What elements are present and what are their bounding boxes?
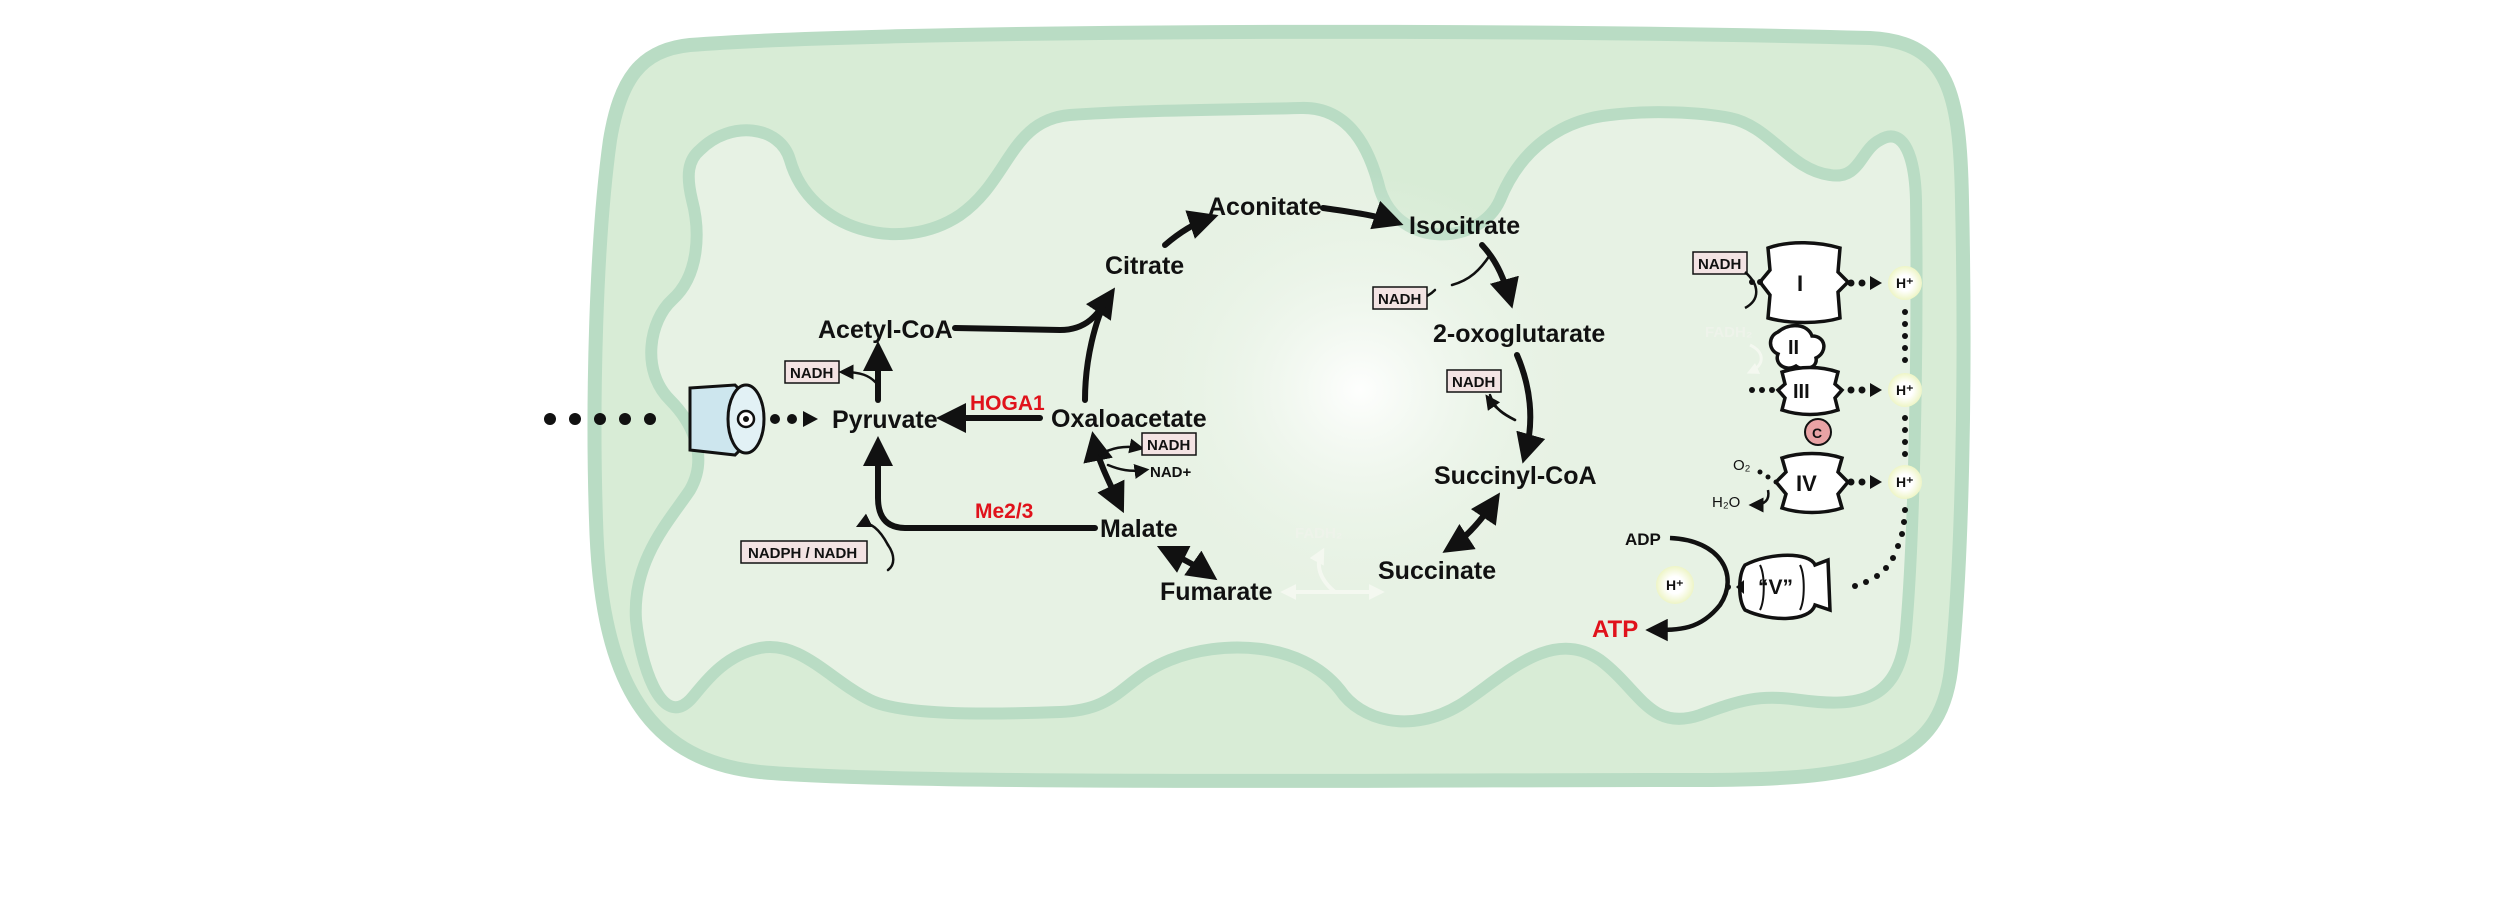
svg-text:H⁺: H⁺ [1896,382,1914,398]
svg-text:NADH: NADH [1147,437,1190,454]
pyruvate-label: Pyruvate [832,406,938,434]
proton-2 [1888,373,1922,407]
acetyl-coa-label: Acetyl-CoA [818,316,953,344]
nadph-nadh-box: NADPH / NADH [740,540,868,564]
svg-text:H⁺: H⁺ [1896,275,1914,291]
atp-synthase-label: “V” [1758,576,1793,599]
proton-1 [1888,266,1922,300]
hoga1-label: HOGA1 [970,392,1045,415]
succinate-fumarate-arrow [1280,547,1385,600]
complex-iv [1773,451,1851,515]
adp-label: ADP [1625,530,1661,549]
isocitrate-label: Isocitrate [1409,212,1520,240]
me23-label: Me2/3 [975,500,1033,523]
etc-nadh-label: NADH [1698,256,1741,273]
cytochrome-c-label: C [1812,425,1822,441]
complex-ii-label: II [1788,337,1799,359]
complex-iii-label: III [1793,381,1810,403]
fumarate-label: Fumarate [1160,578,1273,606]
nadh-box-pyruvate: NADH [784,360,840,384]
etc-fadh2-label: FADH₂ [1705,324,1753,341]
matrix-center-glow [1130,170,1590,610]
proton-4 [1656,566,1694,604]
svg-text:NADH: NADH [790,365,833,382]
svg-text:H⁺: H⁺ [1666,577,1684,593]
pyruvate-transporter [544,383,818,457]
cytochrome-c [1804,418,1832,446]
svg-text:NADPH / NADH: NADPH / NADH [748,545,857,562]
svg-text:H⁺: H⁺ [1896,474,1914,490]
proton-3 [1888,465,1922,499]
o2-label: O₂ [1733,457,1751,474]
nadh-box-oxoglutarate: NADH [1446,369,1502,393]
oxaloacetate-label: Oxaloacetate [1051,405,1207,433]
aconitate-label: Aconitate [1208,193,1322,221]
complex-iii [1775,365,1845,417]
nadh-box-malate: NADH [1141,432,1197,456]
citrate-label: Citrate [1105,252,1184,280]
complex-i-label: I [1797,271,1803,296]
pathway-arrows [863,200,1546,581]
succinate-label: Succinate [1378,557,1496,585]
cofactor-arrows [838,253,1517,572]
succinyl-coa-label: Succinyl-CoA [1434,462,1597,490]
nad-plus-label: NAD+ [1150,464,1191,481]
complex-iv-label: IV [1796,471,1817,496]
nadh-box-isocitrate: NADH [1372,286,1428,310]
etc: NADH I FADH₂ II III C O₂ H₂O IV [1592,240,1922,643]
fadh2-label: FADH₂ [1295,525,1343,542]
atp-label: ATP [1592,616,1638,643]
h2o-label: H₂O [1712,494,1740,511]
malate-label: Malate [1100,515,1178,543]
svg-text:NADH: NADH [1452,374,1495,391]
complex-i [1757,240,1851,325]
svg-text:NADH: NADH [1378,291,1421,308]
oxoglutarate-label: 2-oxoglutarate [1433,320,1605,348]
